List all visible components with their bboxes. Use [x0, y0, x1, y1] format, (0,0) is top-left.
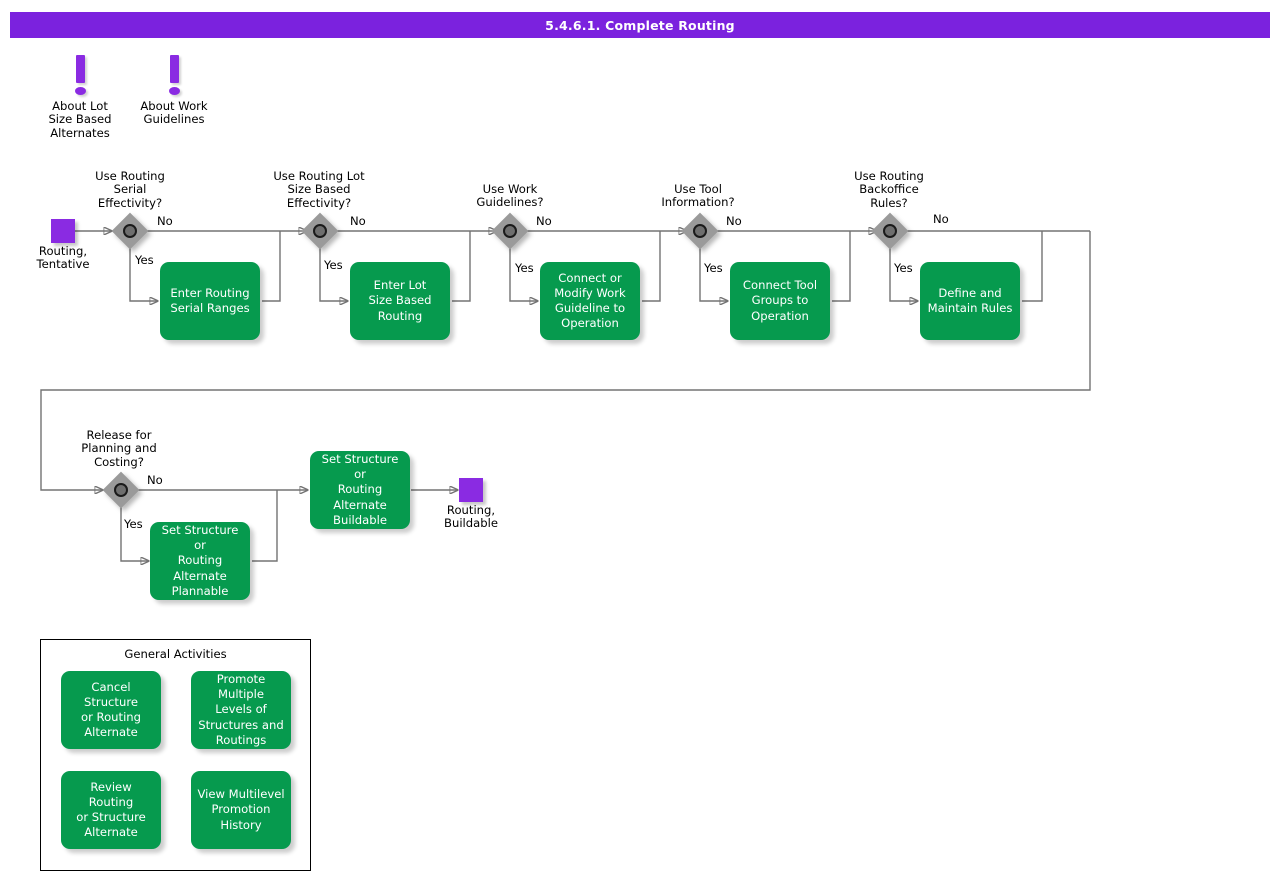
branch-label-yes-4: Yes — [704, 261, 723, 275]
page-title: 5.4.6.1. Complete Routing — [10, 12, 1270, 38]
decision-use-routing-serial-effectivity-label: Use Routing Serial Effectivity? — [95, 169, 165, 210]
process-define-and-maintain-rules[interactable]: Define and Maintain Rules — [920, 262, 1020, 340]
process-promote-multiple-levels-of-structures-and-routings[interactable]: Promote Multiple Levels of Structures an… — [191, 671, 291, 749]
decision-circle-icon — [114, 483, 128, 497]
branch-label-yes-6: Yes — [124, 517, 143, 531]
decision-use-routing-backoffice-rules[interactable] — [871, 212, 909, 250]
general-activities-title: General Activities — [124, 647, 227, 661]
terminator-routing-buildable[interactable] — [459, 478, 483, 502]
process-review-routing-or-structure-alternate[interactable]: Review Routing or Structure Alternate — [61, 771, 161, 849]
branch-label-yes-1: Yes — [135, 253, 154, 267]
decision-circle-icon — [313, 224, 327, 238]
exclamation-note-icon — [170, 55, 179, 83]
general-activities-panel: General Activities Cancel Structure or R… — [40, 639, 311, 871]
terminator-routing-buildable-label: Routing, Buildable — [444, 503, 498, 531]
process-connect-or-modify-work-guideline-to-operation[interactable]: Connect or Modify Work Guideline to Oper… — [540, 262, 640, 340]
note-label: About Work Guidelines — [140, 99, 208, 127]
exclamation-note-dot-icon — [169, 87, 180, 95]
process-connect-tool-groups-to-operation[interactable]: Connect Tool Groups to Operation — [730, 262, 830, 340]
decision-circle-icon — [123, 224, 137, 238]
terminator-routing-tentative[interactable] — [51, 219, 75, 243]
decision-use-tool-information[interactable] — [681, 212, 719, 250]
decision-release-for-planning-and-costing-label: Release for Planning and Costing? — [81, 428, 157, 469]
process-cancel-structure-or-routing-alternate[interactable]: Cancel Structure or Routing Alternate — [61, 671, 161, 749]
process-set-structure-or-routing-alternate-buildable[interactable]: Set Structure or Routing Alternate Build… — [310, 451, 410, 529]
process-enter-routing-serial-ranges[interactable]: Enter Routing Serial Ranges — [160, 262, 260, 340]
branch-label-yes-5: Yes — [894, 261, 913, 275]
branch-label-yes-2: Yes — [324, 258, 343, 272]
decision-use-routing-lot-size-based-effectivity-label: Use Routing Lot Size Based Effectivity? — [273, 169, 365, 210]
branch-label-no-2: No — [350, 214, 366, 228]
exclamation-note-dot-icon — [75, 87, 86, 95]
branch-label-no-5: No — [933, 212, 949, 226]
process-set-structure-or-routing-alternate-plannable[interactable]: Set Structure or Routing Alternate Plann… — [150, 522, 250, 600]
decision-use-work-guidelines[interactable] — [491, 212, 529, 250]
process-view-multilevel-promotion-history[interactable]: View Multilevel Promotion History — [191, 771, 291, 849]
decision-circle-icon — [883, 224, 897, 238]
branch-label-no-6: No — [147, 473, 163, 487]
process-enter-lot-size-based-routing[interactable]: Enter Lot Size Based Routing — [350, 262, 450, 340]
branch-label-no-1: No — [157, 214, 173, 228]
decision-use-routing-backoffice-rules-label: Use Routing Backoffice Rules? — [854, 169, 924, 210]
decision-use-routing-lot-size-based-effectivity[interactable] — [301, 212, 339, 250]
decision-use-tool-information-label: Use Tool Information? — [661, 182, 735, 210]
branch-label-no-4: No — [726, 214, 742, 228]
terminator-routing-tentative-label: Routing, Tentative — [36, 244, 90, 272]
decision-circle-icon — [693, 224, 707, 238]
decision-use-routing-serial-effectivity[interactable] — [111, 212, 149, 250]
branch-label-yes-3: Yes — [515, 261, 534, 275]
decision-release-for-planning-and-costing[interactable] — [102, 471, 140, 509]
branch-label-no-3: No — [536, 214, 552, 228]
exclamation-note-icon — [76, 55, 85, 83]
decision-circle-icon — [503, 224, 517, 238]
note-label: About Lot Size Based Alternates — [48, 99, 112, 140]
decision-use-work-guidelines-label: Use Work Guidelines? — [476, 182, 544, 210]
